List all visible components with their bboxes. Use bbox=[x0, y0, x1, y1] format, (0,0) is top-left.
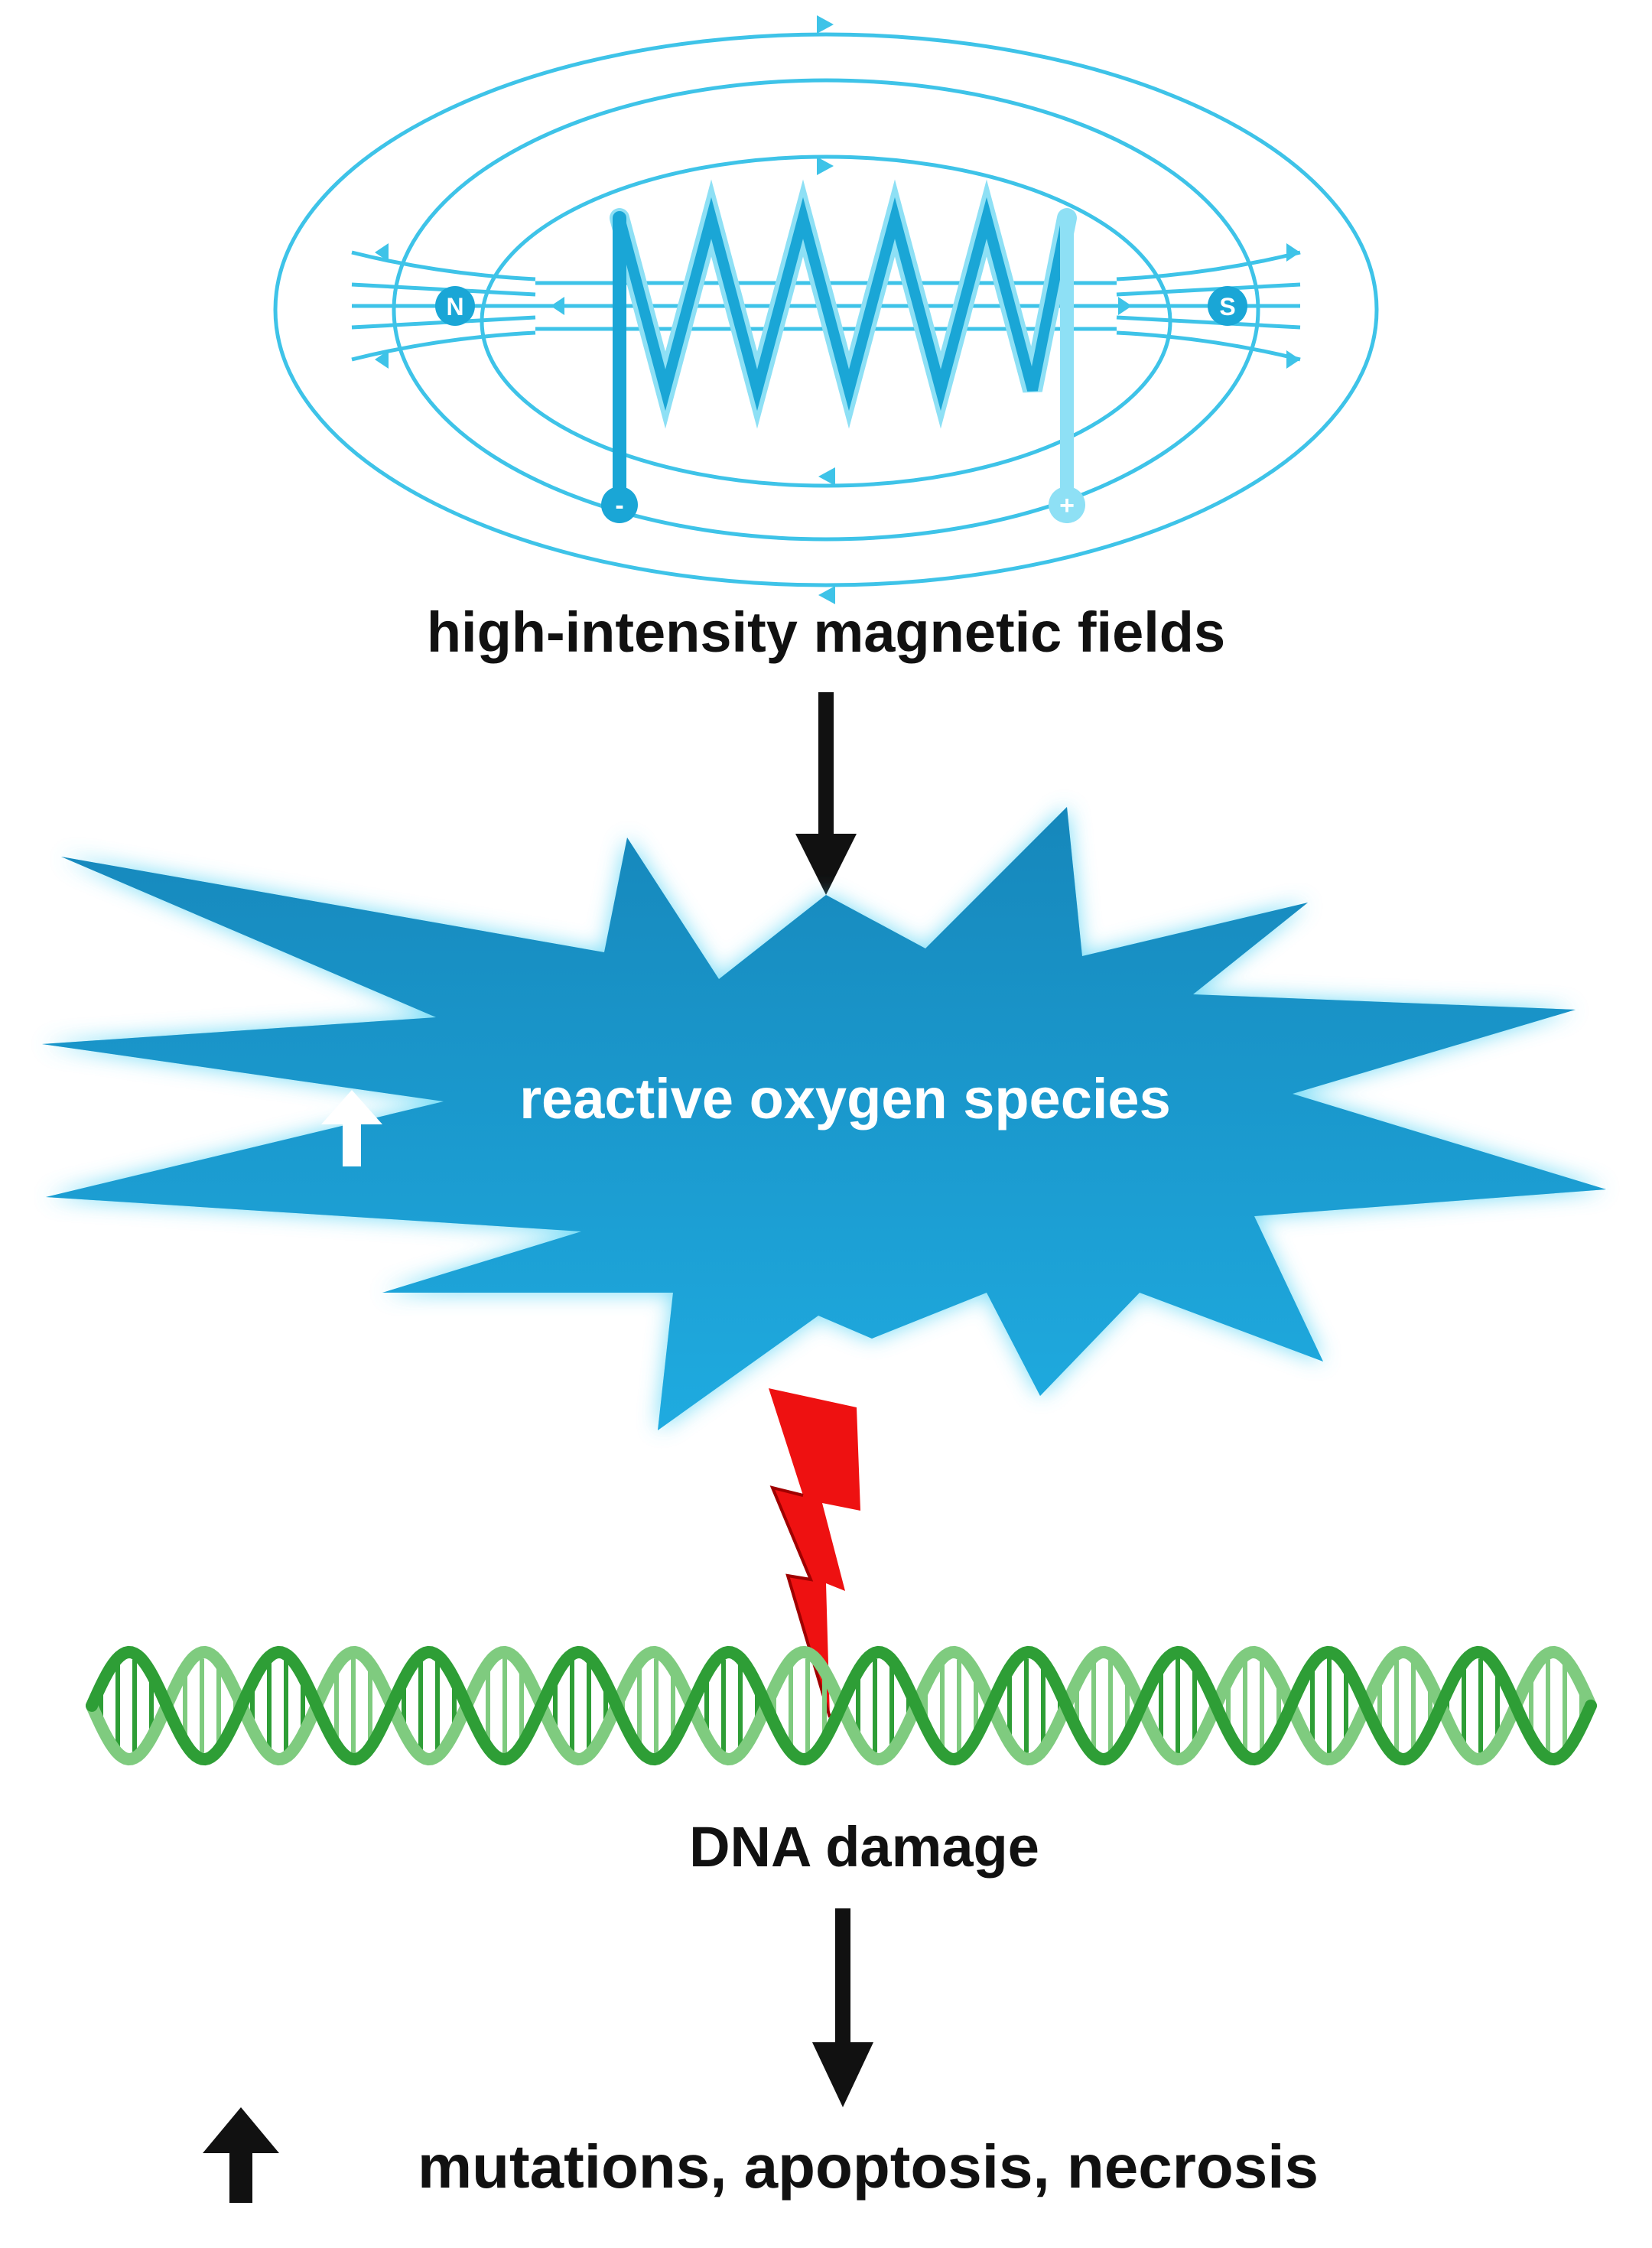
negative-terminal: - bbox=[601, 486, 638, 523]
lightning-bolt-icon bbox=[769, 1388, 860, 1718]
ros-burst bbox=[42, 807, 1606, 1430]
magnetic-fields-label: high-intensity magnetic fields bbox=[427, 600, 1225, 664]
positive-terminal-label: + bbox=[1059, 491, 1075, 520]
outcome-label: mutations, apoptosis, necrosis bbox=[418, 2133, 1319, 2201]
south-pole-label: S bbox=[1219, 293, 1235, 320]
dna-helix-icon bbox=[86, 1645, 1597, 1766]
north-pole-label: N bbox=[446, 293, 463, 320]
up-arrow-icon bbox=[321, 1090, 382, 1166]
negative-terminal-label: - bbox=[615, 491, 623, 520]
positive-terminal: + bbox=[1049, 486, 1085, 523]
solenoid-coil-icon bbox=[610, 179, 1077, 496]
dna-rungs bbox=[99, 1658, 1584, 1753]
dna-damage-label: DNA damage bbox=[689, 1815, 1039, 1879]
up-arrow-icon bbox=[203, 2107, 279, 2203]
down-arrow-2 bbox=[812, 1908, 873, 2107]
south-pole: S bbox=[1208, 286, 1247, 326]
down-arrow-1 bbox=[795, 692, 857, 895]
north-pole: N bbox=[435, 286, 475, 326]
ros-label: reactive oxygen species bbox=[519, 1067, 1171, 1131]
magnetic-field-illustration: N S - + bbox=[273, 15, 1379, 604]
dna-strand-dark bbox=[86, 1645, 1597, 1766]
field-arrows bbox=[375, 15, 1300, 604]
